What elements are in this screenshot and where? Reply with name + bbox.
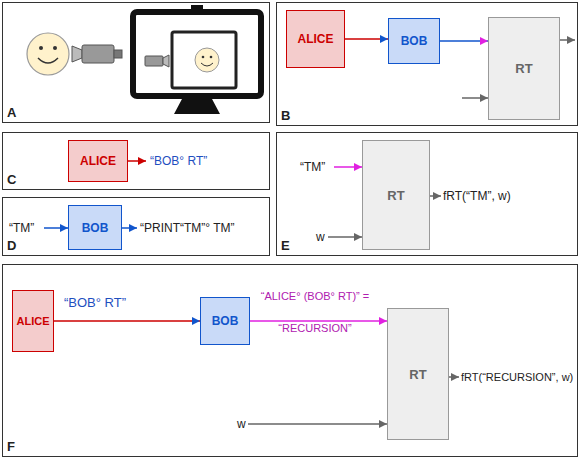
box-label: ALICE: [80, 154, 116, 168]
string-label: “TM”: [9, 221, 34, 235]
smiley-mouth: [38, 58, 58, 63]
input-arrow: [44, 227, 68, 229]
input-label: w: [237, 417, 246, 431]
panel-letter: E: [281, 238, 290, 253]
agent-box: BOB: [388, 18, 440, 64]
box-label: RT: [515, 61, 532, 76]
agent-box: ALICE: [286, 10, 345, 68]
machine-box: RT: [362, 140, 430, 250]
camera-lens: [72, 46, 82, 62]
panel-letter: C: [7, 172, 16, 187]
edge-label: “ALICE° (BOB° RT)” = “RECURSION”: [258, 280, 372, 344]
inner-smiley-mouth: [201, 63, 213, 66]
box-label: ALICE: [298, 32, 334, 46]
connector-arrow: [440, 40, 488, 42]
agent-box: ALICE: [12, 290, 54, 352]
camera-body: [82, 45, 114, 63]
monitor-webcam: [191, 5, 203, 11]
inner-camera-body: [145, 56, 163, 66]
inner-smiley-eye: [210, 56, 213, 59]
input-arrow: [328, 236, 362, 238]
output-label: fRT(“RECURSION”, w): [461, 371, 573, 383]
panel-letter: F: [7, 439, 15, 454]
input-label: w: [316, 230, 325, 244]
agent-box: ALICE: [68, 140, 128, 182]
connector-arrow: [345, 38, 388, 40]
agent-box: BOB: [68, 205, 122, 250]
output-arrow: [430, 195, 441, 197]
inner-smiley: [195, 48, 219, 72]
string-label: “BOB° RT”: [150, 154, 207, 168]
agent-box: BOB: [200, 297, 250, 345]
output-arrow: [122, 227, 137, 229]
panel-letter: D: [7, 238, 16, 253]
input-arrow: [334, 166, 362, 168]
box-label: BOB: [82, 221, 109, 235]
figure-panel: B ALICE BOB RT: [276, 2, 578, 126]
output-arrow: [449, 376, 459, 378]
string-label: “TM”: [300, 160, 325, 174]
box-label: BOB: [212, 314, 239, 328]
monitor-frame: [133, 12, 261, 96]
figure-panel: C ALICE: [2, 132, 270, 190]
edge-label: “BOB° RT”: [64, 294, 126, 312]
output-label: fRT(“TM”, w): [443, 189, 511, 203]
quote-mark: ”: [232, 13, 242, 36]
scene-illustration: [27, 5, 261, 114]
panel-letter: A: [7, 105, 16, 120]
smiley-eye: [53, 46, 57, 50]
connector-arrow: [54, 320, 200, 322]
inner-monitor: [172, 32, 236, 88]
string-label: “PRINT“TM”° TM”: [140, 221, 235, 235]
box-label: ALICE: [17, 315, 50, 327]
box-label: RT: [387, 188, 404, 203]
output-arrow: [560, 39, 575, 41]
smiley-eye: [39, 46, 43, 50]
camera-back: [114, 50, 122, 58]
box-label: BOB: [401, 34, 428, 48]
input-arrow: [248, 423, 387, 425]
panel-letter: B: [281, 108, 290, 123]
figure-panel: A: [2, 2, 270, 123]
connector-arrow: [250, 320, 387, 322]
machine-box: RT: [387, 308, 449, 440]
output-arrow: [128, 160, 146, 162]
box-label: RT: [409, 367, 426, 382]
smiley-face: [27, 33, 69, 75]
machine-box: RT: [488, 17, 560, 120]
monitor-stand: [174, 99, 220, 114]
quote-mark: “: [146, 13, 156, 36]
inner-smiley-eye: [202, 56, 205, 59]
inner-camera-lens: [163, 55, 169, 67]
input-arrow: [462, 97, 488, 99]
